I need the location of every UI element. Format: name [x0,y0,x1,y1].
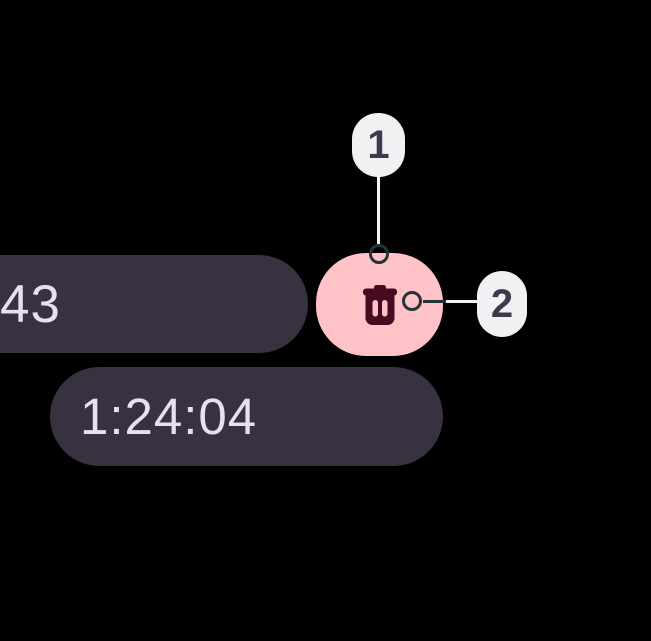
callout-2-label: 2 [490,281,514,326]
timer-chip: 1:24:04 [50,367,443,466]
callout-1-badge: 1 [352,113,405,177]
callout-2-line-dark [423,300,446,303]
callout-1-line [377,176,380,245]
secondary-time-chip: 43 [0,255,308,353]
secondary-time-text: 43 [0,274,61,334]
delete-button[interactable] [316,253,443,356]
callout-1-label: 1 [367,122,390,167]
callout-2-badge: 2 [477,271,527,337]
callout-1-marker [369,244,389,264]
trash-icon [362,284,397,325]
callout-2-line-light [446,300,477,303]
callout-2-marker [402,291,422,311]
timer-text: 1:24:04 [80,388,258,445]
